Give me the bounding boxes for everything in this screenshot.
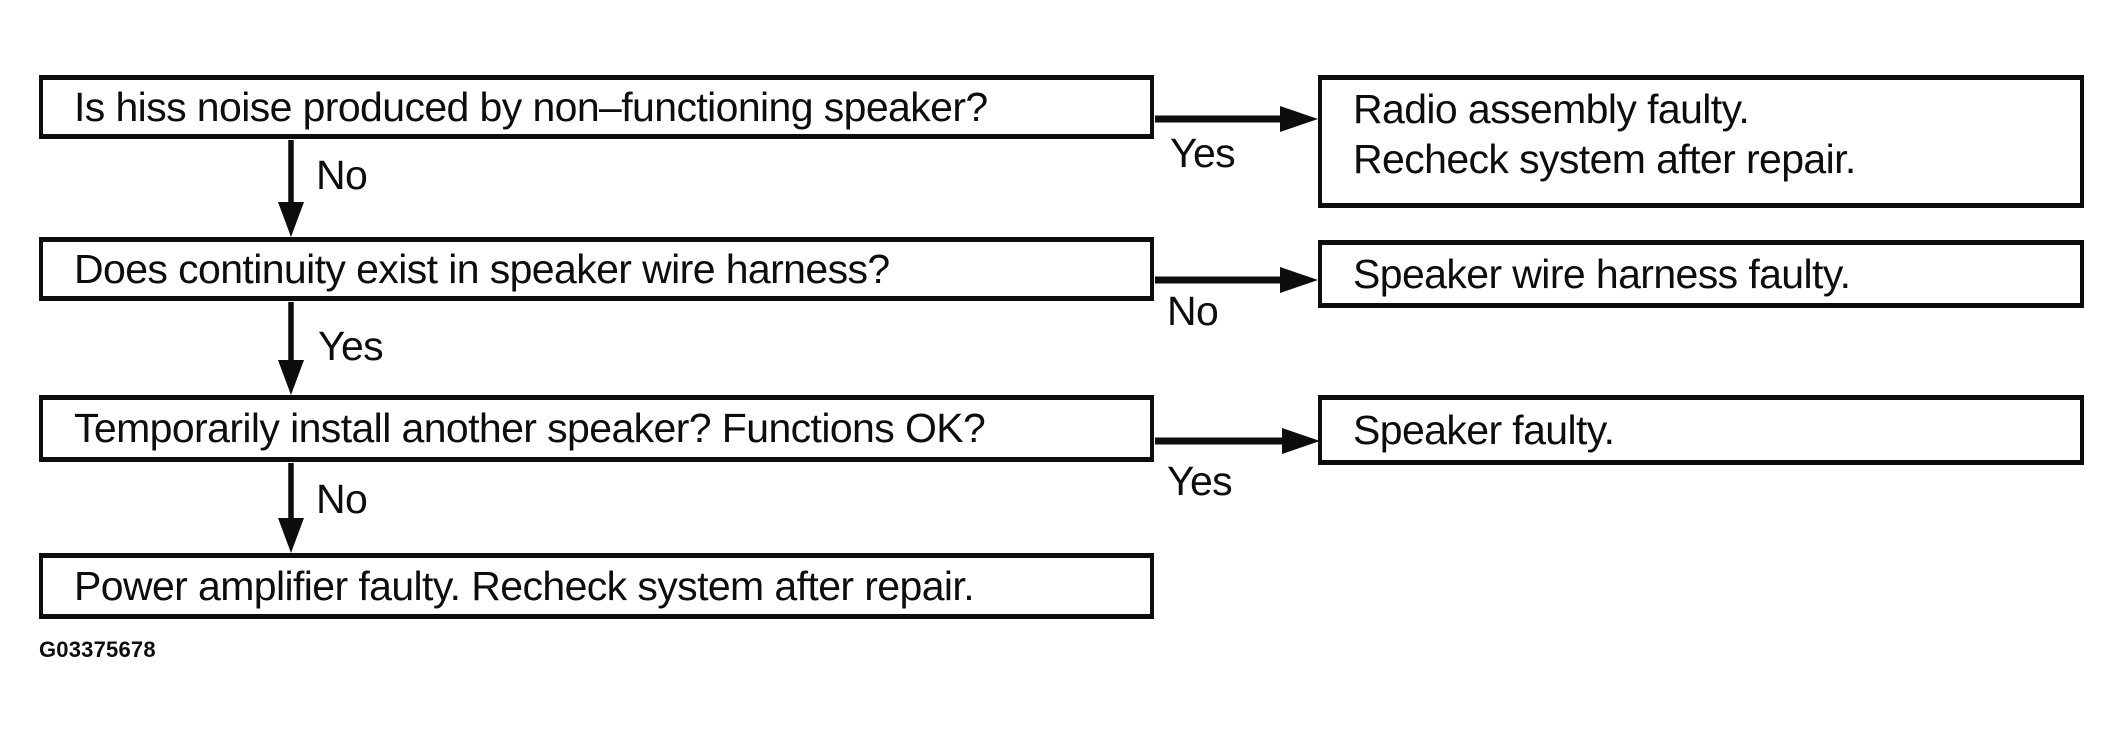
- right-arrow-q3-to-r3: [1155, 428, 1320, 454]
- edge-label-no-q1-down: No: [316, 152, 368, 198]
- down-arrow-q1-to-q2: [278, 140, 304, 237]
- edge-label-yes-q1-right: Yes: [1170, 130, 1236, 176]
- edge-label-yes-q2-down: Yes: [318, 323, 384, 369]
- right-arrow-q1-to-r1: [1155, 106, 1318, 132]
- right-arrow-q2-to-r2: [1155, 267, 1318, 293]
- question-box-continuity: Does continuity exist in speaker wire ha…: [39, 237, 1154, 301]
- result-text: Speaker wire harness faulty.: [1353, 250, 1851, 297]
- arrow-head: [278, 518, 304, 553]
- result-box-speaker-faulty: Speaker faulty.: [1318, 395, 2084, 465]
- terminal-box-power-amplifier-faulty: Power amplifier faulty. Recheck system a…: [39, 553, 1154, 619]
- edge-label-no-q3-down: No: [316, 476, 368, 522]
- terminal-text: Power amplifier faulty. Recheck system a…: [74, 562, 975, 609]
- down-arrow-q2-to-q3: [278, 302, 304, 395]
- result-box-radio-assembly-faulty: Radio assembly faulty. Recheck system af…: [1318, 75, 2084, 208]
- arrow-head: [278, 202, 304, 237]
- question-box-install-another-speaker: Temporarily install another speaker? Fun…: [39, 395, 1154, 462]
- arrow-head: [278, 360, 304, 395]
- result-text-line-1: Radio assembly faulty.: [1353, 85, 1750, 132]
- result-box-speaker-wire-harness-faulty: Speaker wire harness faulty.: [1318, 240, 2084, 308]
- edge-label-yes-q3-right: Yes: [1167, 458, 1233, 504]
- arrow-head: [1280, 267, 1318, 293]
- question-box-hiss-noise: Is hiss noise produced by non–functionin…: [39, 75, 1154, 139]
- figure-code: G03375678: [39, 637, 156, 662]
- down-arrow-q3-to-q4: [278, 463, 304, 553]
- arrow-head: [1280, 106, 1318, 132]
- result-text-line-2: Recheck system after repair.: [1353, 135, 1856, 182]
- edge-label-no-q2-right: No: [1167, 288, 1219, 334]
- arrow-head: [1282, 428, 1320, 454]
- result-text: Speaker faulty.: [1353, 406, 1615, 453]
- question-text: Is hiss noise produced by non–functionin…: [74, 83, 988, 130]
- question-text: Does continuity exist in speaker wire ha…: [74, 245, 890, 292]
- question-text: Temporarily install another speaker? Fun…: [74, 405, 986, 451]
